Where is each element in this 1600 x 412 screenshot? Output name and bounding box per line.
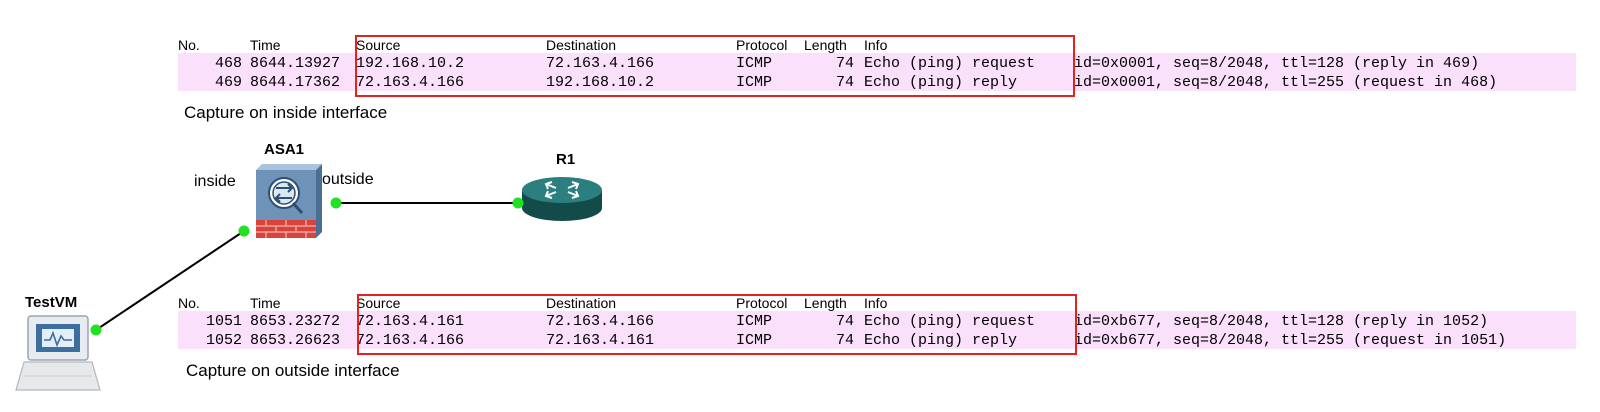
- cell-length: 74: [835, 332, 854, 349]
- cell-no: 469: [214, 74, 242, 91]
- highlight-box-inside: [355, 35, 1075, 97]
- outside-interface-label: outside: [322, 171, 374, 188]
- capture-header: No. Time Source Destination Protocol Len…: [178, 292, 1576, 311]
- cell-details: id=0xb677, seq=8/2048, ttl=128 (reply in…: [1074, 313, 1489, 330]
- cell-time: 8644.17362: [250, 74, 341, 91]
- table-row[interactable]: 1052 8653.26623 72.163.4.166 72.163.4.16…: [178, 330, 1576, 349]
- col-info: Info: [864, 295, 888, 311]
- table-row[interactable]: 469 8644.17362 72.163.4.166 192.168.10.2…: [178, 72, 1576, 91]
- cell-length: 74: [835, 74, 854, 91]
- cell-source: 72.163.4.166: [356, 74, 465, 91]
- table-row[interactable]: 468 8644.13927 192.168.10.2 72.163.4.166…: [178, 53, 1576, 72]
- cell-destination: 72.163.4.166: [546, 55, 655, 72]
- cell-protocol: ICMP: [736, 313, 773, 330]
- host-name-label: TestVM: [25, 294, 78, 311]
- cell-protocol: ICMP: [736, 332, 773, 349]
- col-protocol: Protocol: [736, 295, 788, 311]
- asa-name-label: ASA1: [264, 141, 305, 158]
- cell-no: 1051: [205, 313, 242, 330]
- cell-source: 192.168.10.2: [356, 55, 465, 72]
- link-endpoint-dot: [90, 324, 102, 336]
- col-source: Source: [356, 295, 401, 311]
- cell-details: id=0x0001, seq=8/2048, ttl=128 (reply in…: [1074, 55, 1480, 72]
- inside-interface-label: inside: [194, 173, 236, 190]
- col-no: No.: [178, 295, 200, 311]
- router-icon[interactable]: [522, 177, 602, 221]
- col-length: Length: [804, 295, 847, 311]
- capture-table-inside: No. Time Source Destination Protocol Len…: [178, 34, 1576, 91]
- cell-destination: 72.163.4.161: [546, 332, 655, 349]
- cell-time: 8653.23272: [250, 313, 341, 330]
- cell-no: 468: [214, 55, 242, 72]
- link-testvm-asa: [95, 230, 245, 331]
- router-name-label: R1: [556, 151, 576, 168]
- cell-info: Echo (ping) request: [864, 313, 1036, 330]
- cell-info: Echo (ping) reply: [864, 74, 1018, 91]
- col-source: Source: [356, 37, 401, 53]
- cell-details: id=0xb677, seq=8/2048, ttl=255 (request …: [1074, 332, 1507, 349]
- capture-header: No. Time Source Destination Protocol Len…: [178, 34, 1576, 53]
- cell-destination: 72.163.4.166: [546, 313, 655, 330]
- col-destination: Destination: [546, 37, 617, 53]
- col-no: No.: [178, 37, 200, 53]
- cell-protocol: ICMP: [736, 74, 773, 91]
- col-time: Time: [250, 295, 281, 311]
- highlight-box-outside: [357, 294, 1077, 355]
- cell-info: Echo (ping) reply: [864, 332, 1018, 349]
- cell-details: id=0x0001, seq=8/2048, ttl=255 (request …: [1074, 74, 1498, 91]
- asa-firewall-icon[interactable]: [256, 164, 322, 238]
- cell-time: 8653.26623: [250, 332, 341, 349]
- capture-table-outside: No. Time Source Destination Protocol Len…: [178, 292, 1576, 349]
- laptop-icon[interactable]: [15, 315, 101, 391]
- col-length: Length: [804, 37, 847, 53]
- cell-protocol: ICMP: [736, 55, 773, 72]
- link-endpoint-dot: [512, 197, 524, 209]
- cell-source: 72.163.4.166: [356, 332, 465, 349]
- cell-source: 72.163.4.161: [356, 313, 465, 330]
- col-protocol: Protocol: [736, 37, 788, 53]
- col-info: Info: [864, 37, 888, 53]
- caption-inside: Capture on inside interface: [184, 103, 388, 122]
- caption-outside: Capture on outside interface: [186, 361, 400, 380]
- table-row[interactable]: 1051 8653.23272 72.163.4.161 72.163.4.16…: [178, 311, 1576, 330]
- cell-no: 1052: [205, 332, 242, 349]
- cell-destination: 192.168.10.2: [546, 74, 655, 91]
- link-endpoint-dot: [330, 197, 342, 209]
- cell-info: Echo (ping) request: [864, 55, 1036, 72]
- link-endpoint-dot: [238, 225, 250, 237]
- cell-time: 8644.13927: [250, 55, 341, 72]
- col-destination: Destination: [546, 295, 617, 311]
- col-time: Time: [250, 37, 281, 53]
- cell-length: 74: [835, 313, 854, 330]
- cell-length: 74: [835, 55, 854, 72]
